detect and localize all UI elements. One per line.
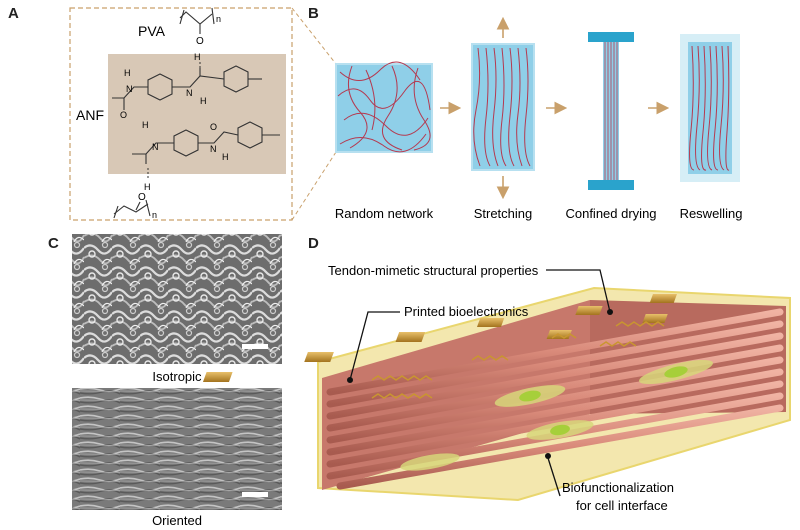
anf-molecule <box>112 65 280 164</box>
pva-bottom-oxygen: O <box>138 192 146 203</box>
step-stretching: Stretching <box>474 206 533 221</box>
step-reswelling: Reswelling <box>680 206 743 221</box>
anf-n3: N <box>210 144 217 154</box>
confined-drying-gel <box>588 32 634 190</box>
panel-c: C Isotropic Oriented <box>48 234 282 528</box>
zoom-lines <box>291 7 337 221</box>
callout-dot-3 <box>545 453 551 459</box>
panel-b-label: B <box>308 5 319 22</box>
anf-o2: O <box>210 122 217 132</box>
panel-d: D <box>202 235 791 513</box>
caption-oriented: Oriented <box>152 513 202 528</box>
anf-h1: H <box>124 68 131 78</box>
scale-bar-oriented <box>242 492 268 497</box>
panel-a: A PVA ANF n O H <box>8 5 337 221</box>
sem-isotropic <box>72 234 282 364</box>
callout-printed-bioelectronics: Printed bioelectronics <box>404 304 529 319</box>
callout-lines <box>349 269 611 497</box>
callout-cell-interface: for cell interface <box>576 498 668 513</box>
cells <box>400 359 713 471</box>
pva-top-subscript: n <box>216 14 221 24</box>
pva-bottom-chain <box>113 199 151 219</box>
panel-c-label: C <box>48 235 59 252</box>
callout-dot-1 <box>607 309 613 315</box>
reswelling-gel <box>680 34 740 182</box>
callout-dot-2 <box>347 377 353 383</box>
panel-a-frame <box>69 7 293 221</box>
anf-o1: O <box>120 110 127 120</box>
pva-label: PVA <box>138 23 166 39</box>
anf-h3: H <box>142 120 149 130</box>
anf-n2: N <box>186 88 193 98</box>
serpentine-traces <box>371 321 665 399</box>
anf-h4: H <box>222 152 229 162</box>
scale-bar-isotropic <box>242 344 268 349</box>
pva-top-hydrogen: H <box>194 52 201 62</box>
panel-a-label: A <box>8 5 19 22</box>
anf-h2: H <box>200 96 207 106</box>
pva-bottom-hydrogen: H <box>144 182 151 192</box>
anf-label: ANF <box>76 107 104 123</box>
random-network-gel <box>335 61 433 153</box>
step-random-network: Random network <box>335 206 434 221</box>
callout-biofunctionalization: Biofunctionalization <box>562 480 674 495</box>
callout-tendon-mimetic: Tendon-mimetic structural properties <box>328 263 539 278</box>
panel-d-label: D <box>308 235 319 252</box>
anf-n1: N <box>126 84 133 94</box>
stretching-gel <box>471 16 535 200</box>
sem-oriented <box>72 388 282 510</box>
anf-n4: N <box>152 142 159 152</box>
step-confined-drying: Confined drying <box>565 206 656 221</box>
pva-top-chain <box>179 7 215 34</box>
panel-b: B <box>308 5 742 221</box>
anf-region <box>108 54 286 174</box>
pva-bottom-subscript: n <box>152 210 157 220</box>
caption-isotropic: Isotropic <box>152 369 202 384</box>
pva-top-oxygen: O <box>196 36 204 47</box>
